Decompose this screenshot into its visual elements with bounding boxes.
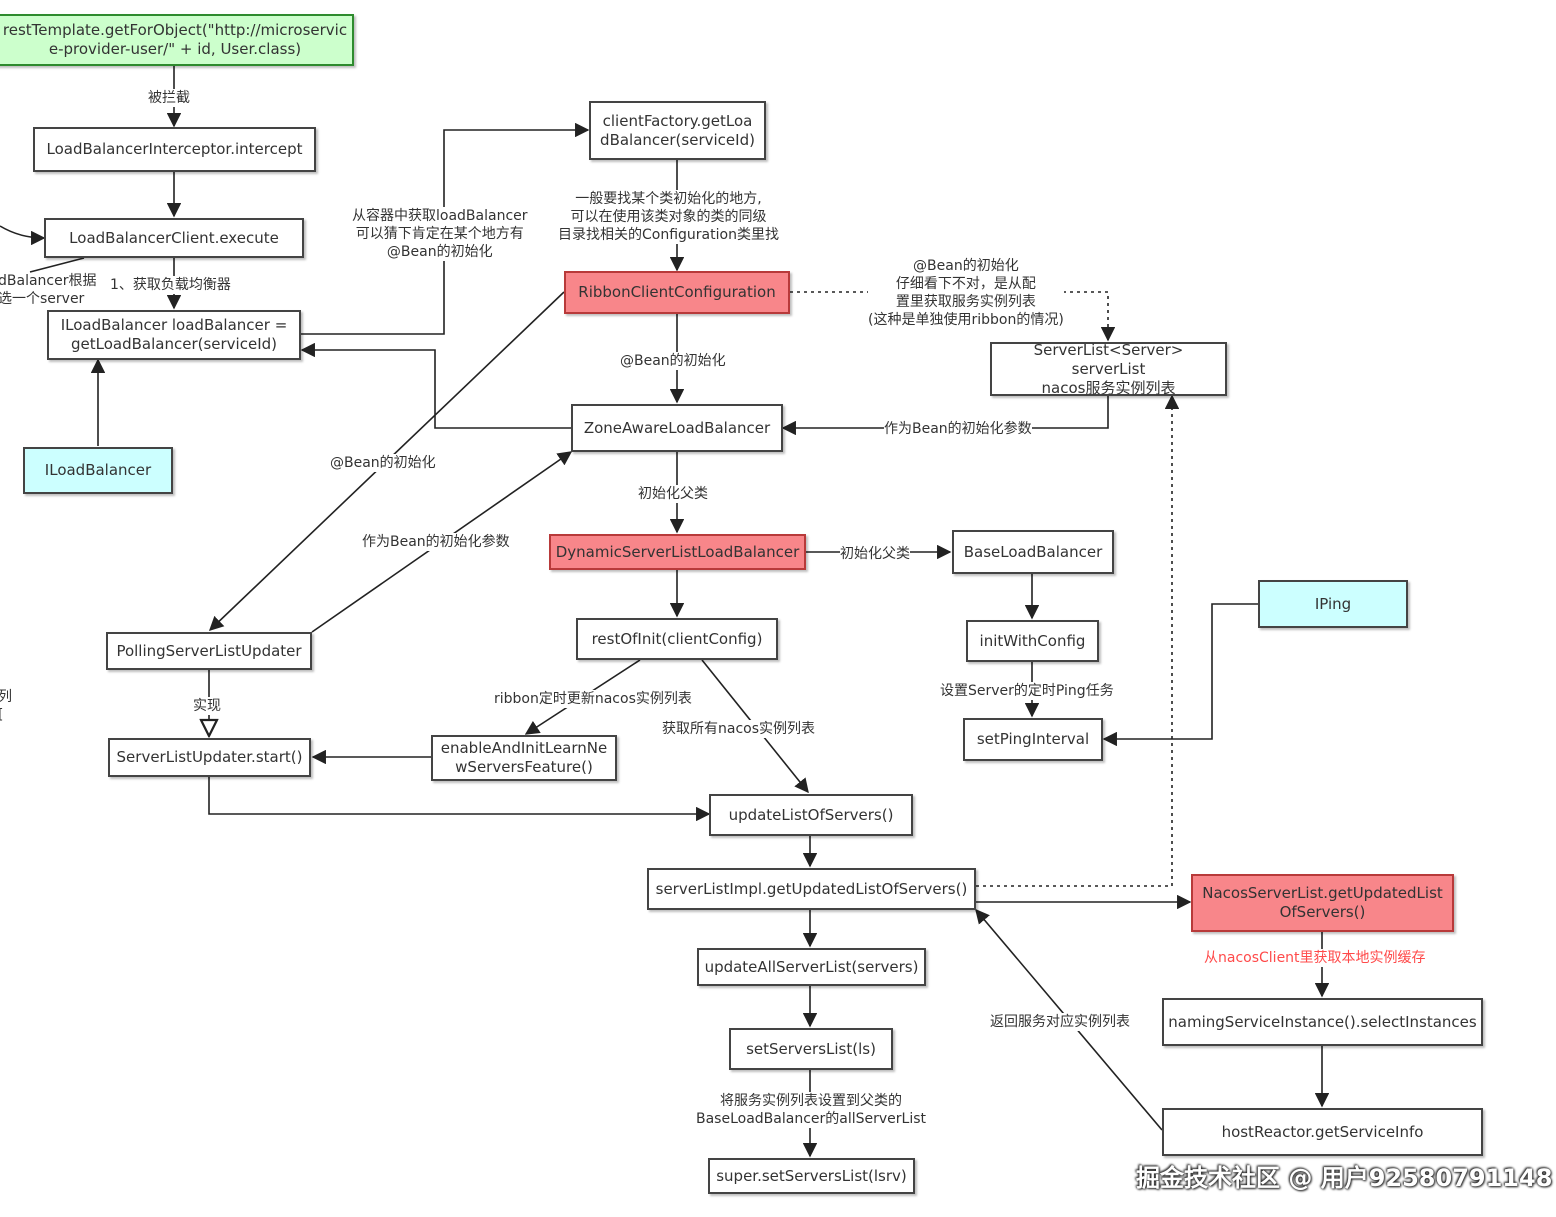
label-bean-param-right: 作为Bean的初始化参数 xyxy=(884,420,1032,438)
node-iloadbalancer: ILoadBalancer xyxy=(23,447,173,494)
node-iping: IPing xyxy=(1258,580,1408,628)
node-update-list: updateListOfServers() xyxy=(709,794,913,836)
label-ping-task: 设置Server的定时Ping任务 xyxy=(940,682,1114,700)
label-get-all-nacos: 获取所有nacos实例列表 xyxy=(662,720,816,738)
edge-iping xyxy=(1102,603,1258,747)
node-server-list-impl: serverListImpl.getUpdatedListOfServers() xyxy=(647,868,976,910)
label-init-parent-1: 初始化父类 xyxy=(638,485,708,503)
label-set-to-parent: 将服务实例列表设置到父类的 BaseLoadBalancer的allServer… xyxy=(696,1092,927,1128)
label-find-init: 一般要找某个类初始化的地方, 可以在使用该类对象的类的同级 目录找相关的Conf… xyxy=(558,190,779,244)
label-implements: 实现 xyxy=(193,697,221,715)
node-lb-interceptor: LoadBalancerInterceptor.intercept xyxy=(33,127,316,172)
node-nacos-server-list: NacosServerList.getUpdatedList OfServers… xyxy=(1191,874,1454,932)
label-get-lb: 1、获取负载均衡器 xyxy=(110,276,231,294)
label-intercepted: 被拦截 xyxy=(148,89,190,107)
node-update-all: updateAllServerList(servers) xyxy=(697,948,926,986)
edge-left-out xyxy=(29,257,85,273)
node-client-factory: clientFactory.getLoa dBalancer(serviceId… xyxy=(589,101,766,160)
node-host-reactor: hostReactor.getServiceInfo xyxy=(1162,1108,1483,1156)
label-bean-param-diag: 作为Bean的初始化参数 xyxy=(362,533,510,551)
node-lb-client-execute: LoadBalancerClient.execute xyxy=(44,218,304,258)
label-from-container: 从容器中获取loadBalancer 可以猜下肯定在某个地方有 @Bean的初始… xyxy=(352,207,528,261)
edge-left-in-execute xyxy=(0,225,46,246)
edge-return-lb xyxy=(300,342,571,429)
node-set-ping-interval: setPingInterval xyxy=(963,718,1103,761)
label-init-parent-2: 初始化父类 xyxy=(840,545,910,563)
node-init-with-config: initWithConfig xyxy=(966,620,1099,662)
node-super-set: super.setServersList(lsrv) xyxy=(708,1158,915,1194)
node-polling-updater: PollingServerListUpdater xyxy=(106,632,312,670)
edge-start-update xyxy=(208,777,711,822)
node-rest-template: restTemplate.getForObject("http://micros… xyxy=(0,14,354,66)
label-left-cut-1: dBalancer根据 选一个server xyxy=(0,273,97,307)
node-naming-service: namingServiceInstance().selectInstances xyxy=(1162,998,1483,1046)
node-ribbon-config: RibbonClientConfiguration xyxy=(564,271,790,314)
label-bean-init-diag: @Bean的初始化 xyxy=(330,454,436,472)
node-zone-aware: ZoneAwareLoadBalancer xyxy=(571,404,783,452)
label-from-nacos-client: 从nacosClient里获取本地实例缓存 xyxy=(1204,949,1426,967)
node-base-lb: BaseLoadBalancer xyxy=(952,530,1114,574)
node-enable-init: enableAndInitLearnNe wServersFeature() xyxy=(431,735,617,781)
edge-impl-serverlist xyxy=(976,394,1180,887)
node-set-servers-list: setServersList(ls) xyxy=(729,1028,893,1070)
node-rest-of-init: restOfInit(clientConfig) xyxy=(576,618,778,660)
node-server-list: ServerList<Server> serverList nacos服务实例列… xyxy=(990,341,1227,397)
label-left-cut-2: 列 [ xyxy=(0,689,12,723)
node-updater-start: ServerListUpdater.start() xyxy=(108,738,311,777)
watermark: 掘金技术社区 @ 用户92580791148 xyxy=(1136,1164,1553,1192)
label-bean-init-detail: @Bean的初始化 仔细看下不对，是从配 置里获取服务实例列表 (这种是单独使用… xyxy=(868,257,1064,329)
node-dynamic-lb: DynamicServerListLoadBalancer xyxy=(549,534,806,570)
node-get-load-balancer: ILoadBalancer loadBalancer = getLoadBala… xyxy=(47,310,301,360)
label-ribbon-timer: ribbon定时更新nacos实例列表 xyxy=(494,690,692,708)
label-return-list: 返回服务对应实例列表 xyxy=(990,1013,1130,1031)
label-bean-init-mid: @Bean的初始化 xyxy=(620,352,726,370)
